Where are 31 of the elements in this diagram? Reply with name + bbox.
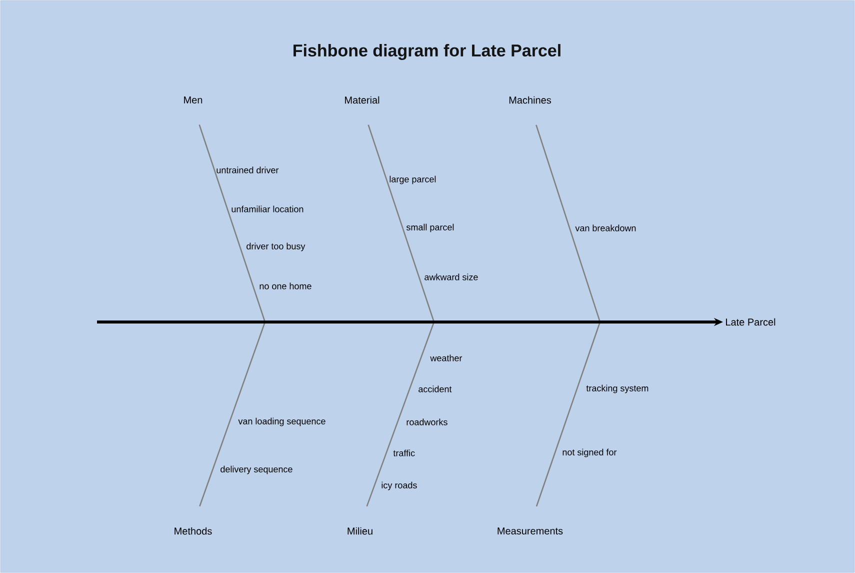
cause-label: roadworks <box>406 418 448 426</box>
bone-line <box>536 322 601 507</box>
cause-label: accident <box>418 386 452 392</box>
cause-label: van loading sequence <box>238 418 326 426</box>
category-label: Methods <box>174 527 212 535</box>
cause-label: unfamiliar location <box>232 206 304 212</box>
category-label: Material <box>345 96 380 104</box>
effect-label: Late Parcel <box>726 318 776 326</box>
bone-line <box>536 124 601 322</box>
cause-label: small parcel <box>406 224 454 232</box>
cause-label: large parcel <box>390 176 436 184</box>
bone-line <box>198 124 266 322</box>
cause-label: no one home <box>260 282 312 290</box>
category-label: Men <box>184 96 202 104</box>
category-label: Milieu <box>348 527 372 535</box>
bone-line <box>366 322 435 507</box>
cause-label: weather <box>430 354 462 362</box>
cause-label: traffic <box>393 450 415 456</box>
cause-label: delivery sequence <box>220 466 292 474</box>
bone-line <box>199 322 266 506</box>
cause-label: not signed for <box>562 448 617 458</box>
cause-label: tracking system <box>586 384 648 394</box>
category-label: Machines <box>509 96 552 104</box>
cause-label: driver too busy <box>246 242 306 252</box>
cause-label: van breakdown <box>575 224 636 232</box>
bone-line <box>368 124 435 322</box>
cause-label: untrained driver <box>216 166 279 174</box>
cause-label: icy roads <box>382 482 417 490</box>
cause-label: awkward size <box>424 274 478 280</box>
category-label: Measurements <box>498 528 563 534</box>
title: Fishbone diagram for Late Parcel <box>294 44 560 60</box>
